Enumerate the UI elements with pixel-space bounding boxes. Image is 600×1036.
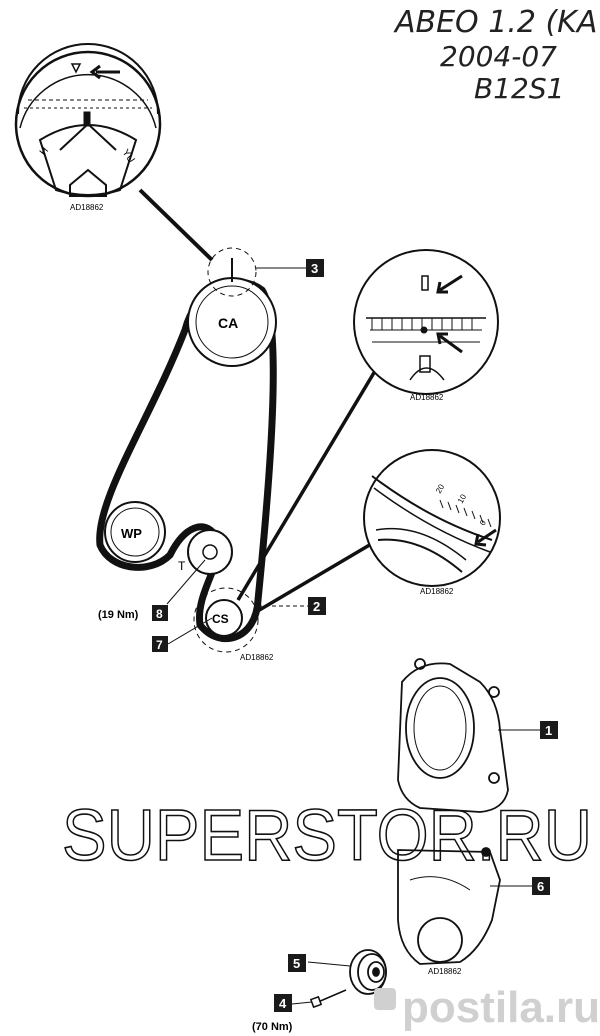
crankshaft-pulley (193, 587, 259, 653)
note-line-3: B12S1 (474, 72, 564, 105)
timing-belt (96, 278, 277, 643)
inset-code: AD18862 (410, 393, 444, 402)
camshaft-label: CA (218, 315, 238, 331)
callout-2-box (308, 597, 326, 615)
inset-code: AD18862 (240, 653, 274, 662)
callout-7-box (152, 636, 168, 652)
callout-5: 5 (293, 956, 300, 971)
inset-code: AD18862 (428, 967, 462, 976)
callout-3-box (306, 259, 324, 277)
callout-8: 8 (156, 607, 163, 621)
camshaft-pulley (187, 247, 277, 367)
callout-4: 4 (279, 996, 287, 1011)
crank-bolt-torque: (70 Nm) (252, 1021, 293, 1033)
tensioner-torque: (19 Nm) (98, 609, 139, 621)
handwritten-note: ABEO 1.2 (KA 2004-07 B12S1 (393, 5, 597, 105)
inset-code: AD18862 (70, 203, 104, 212)
callout-3: 3 (311, 261, 318, 276)
tensioner-pulley (187, 529, 233, 575)
callout-6: 6 (537, 879, 544, 894)
crank-bolt (309, 989, 347, 1009)
water-pump-pulley (104, 501, 166, 563)
callout-8-box (152, 605, 168, 621)
callout-1: 1 (545, 723, 552, 738)
inset-crank-sprocket (353, 249, 499, 395)
inset-code: AD18862 (420, 587, 454, 596)
leader-line (138, 188, 214, 262)
callout-4-box (274, 994, 292, 1012)
site-watermark: postila.ru (374, 983, 600, 1032)
site-watermark-text: postila.ru (402, 983, 600, 1032)
callout-2: 2 (313, 599, 320, 614)
water-pump-label: WP (121, 526, 142, 541)
callout-5-box (288, 954, 306, 972)
scale-mark-0: 0 (478, 518, 488, 527)
superstor-watermark: SUPERSTOR.RU (62, 796, 592, 876)
crankshaft-label: CS (212, 612, 229, 626)
upper-timing-cover (397, 658, 509, 813)
lower-timing-cover (397, 847, 501, 965)
callout-7: 7 (156, 638, 163, 652)
tensioner-label: T (178, 559, 186, 573)
callout-1-box (540, 721, 558, 739)
callout-6-box (532, 877, 550, 895)
note-line-2: 2004-07 (440, 40, 557, 73)
inset-cam-gear (14, 43, 162, 198)
inset-timing-scale (363, 449, 501, 587)
crank-pulley (349, 949, 387, 995)
note-line-1: ABEO 1.2 (KA (393, 5, 597, 40)
